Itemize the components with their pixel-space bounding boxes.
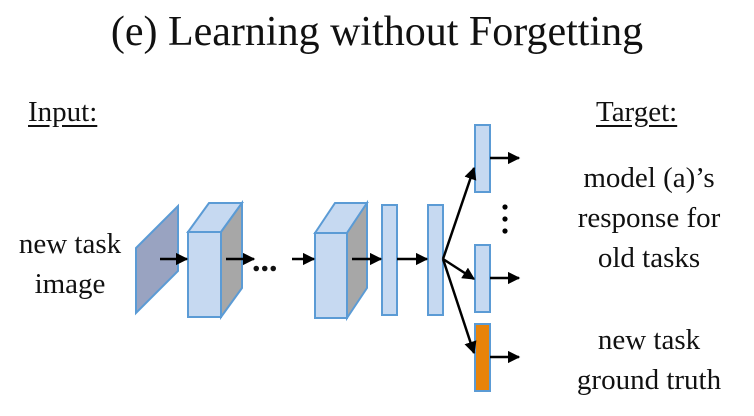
- target-label: Target:: [596, 96, 678, 128]
- new-task-target-line-1: new task: [597, 324, 701, 356]
- input-description: new task image: [6, 224, 134, 304]
- old-tasks-target-line-3: old tasks: [597, 242, 701, 274]
- new-task-head: [474, 323, 491, 392]
- input-description-line-1: new task: [18, 228, 122, 260]
- heads-vertical-dots: [502, 204, 508, 234]
- input-image-plane: [135, 203, 179, 316]
- layer-ellipsis: ...: [252, 242, 278, 279]
- arrow-fc2-to-head2: [442, 257, 476, 281]
- fc-layer-2: [427, 204, 444, 316]
- input-description-line-2: image: [34, 268, 106, 300]
- conv-layer-2: [313, 199, 369, 322]
- input-label: Input:: [28, 96, 98, 128]
- arrow-fc2-to-new-head: [441, 258, 477, 355]
- fc-layer-1: [381, 204, 398, 316]
- old-tasks-target-line-2: response for: [577, 202, 721, 234]
- old-tasks-target: model (a)’s response for old tasks: [553, 158, 745, 278]
- old-tasks-target-line-1: model (a)’s: [583, 162, 715, 194]
- new-task-target: new task ground truth: [553, 320, 745, 400]
- new-task-target-line-2: ground truth: [576, 364, 722, 396]
- old-task-head-2: [474, 244, 491, 313]
- diagram-title: (e) Learning without Forgetting: [110, 9, 644, 55]
- arrow-fc2-to-head1: [441, 166, 477, 260]
- old-task-head-1: [474, 124, 491, 193]
